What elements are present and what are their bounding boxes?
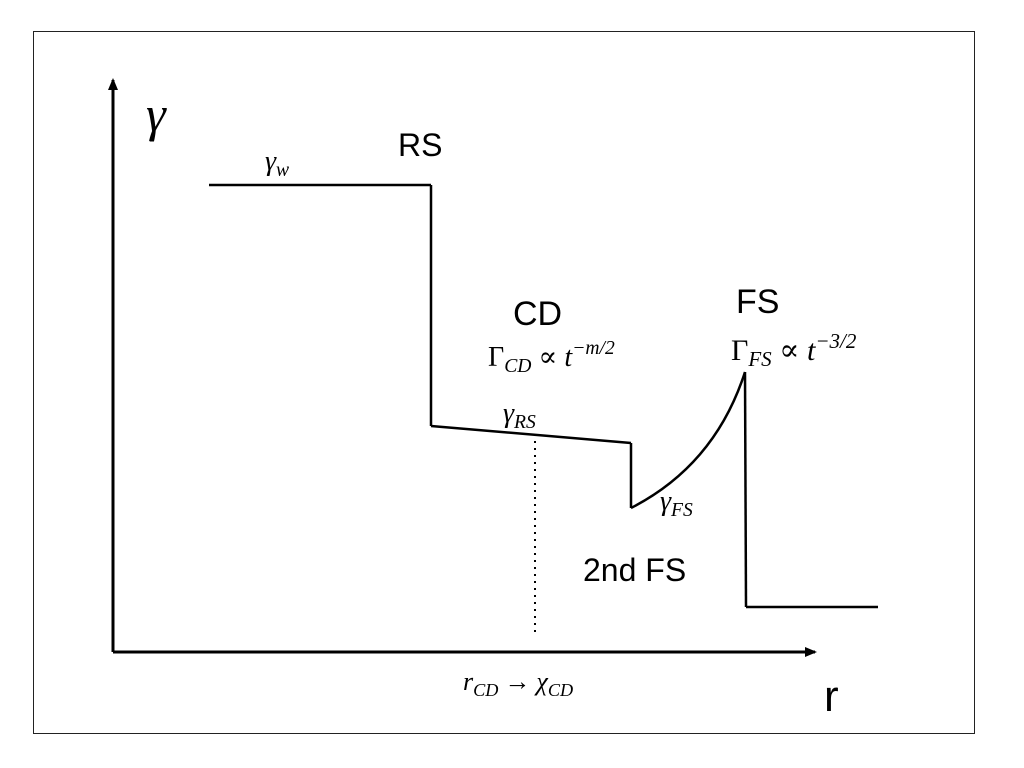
gamma-cd-formula: ΓCD ∝ t−m/2	[488, 338, 615, 377]
fs-region-curve	[630, 371, 747, 510]
y-axis-label: γ	[146, 86, 167, 142]
figure-frame	[33, 31, 975, 734]
cd-label: CD	[513, 295, 562, 333]
gamma-fs-formula: ΓFS ∝ t−3/2	[731, 329, 857, 371]
gamma-rs-label: γRS	[503, 398, 536, 433]
rs-region-line	[430, 424, 632, 445]
gamma-fs-label: γFS	[660, 486, 693, 521]
rs-label: RS	[398, 127, 442, 163]
x-axis-label: r	[824, 672, 839, 721]
x-axis-note: rCD→χCD	[463, 667, 573, 700]
forward-shock-drop	[743, 371, 748, 608]
second-fs-label: 2nd FS	[583, 552, 686, 588]
gamma-w-label: γw	[265, 146, 289, 181]
fs-label: FS	[736, 283, 779, 321]
